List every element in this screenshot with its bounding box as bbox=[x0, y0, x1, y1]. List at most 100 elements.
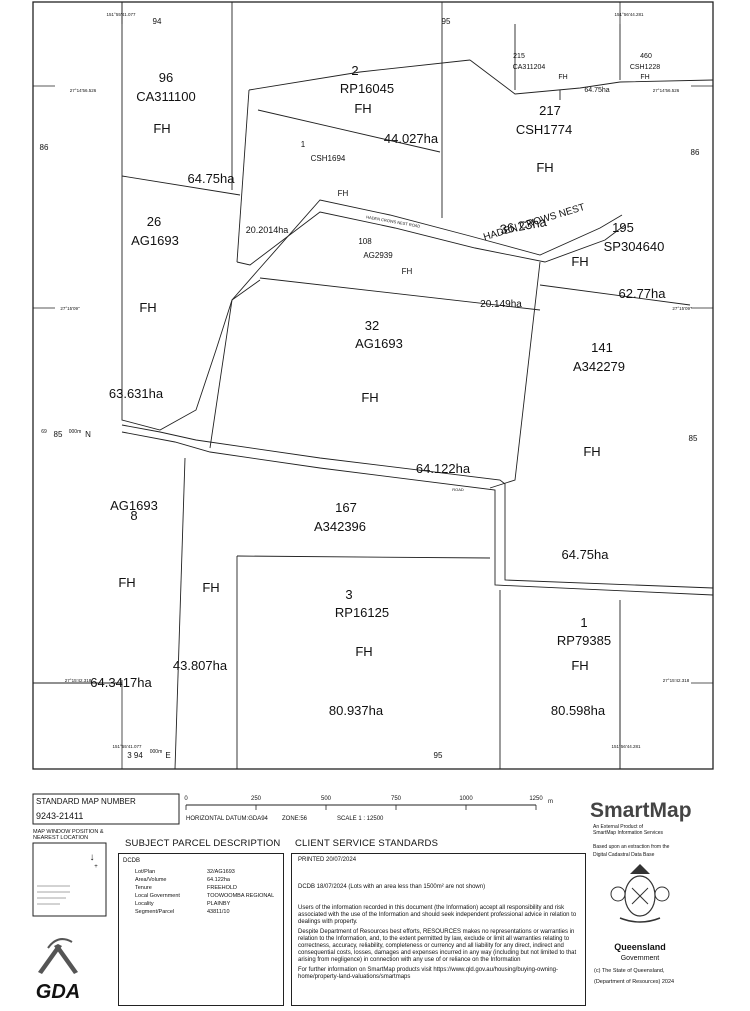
dcdb-line: DCDB 18/07/2024 (Lots with an area less … bbox=[298, 884, 486, 890]
parcel-141-lot: 141 bbox=[591, 340, 613, 355]
disclaimer-2: Despite Department of Resources best eff… bbox=[298, 929, 577, 963]
parcel-215-tenure: FH bbox=[558, 74, 567, 81]
zone-label: ZONE:56 bbox=[282, 816, 308, 822]
parcel-217-tenure: FH bbox=[536, 160, 553, 175]
queensland-crest-icon bbox=[610, 864, 670, 923]
lat-top-right: 27°14'56.526 bbox=[653, 88, 680, 93]
map-window-title-2: NEAREST LOCATION bbox=[33, 835, 88, 841]
parcel-row: Lot/Plan 32/AG1693 bbox=[133, 868, 276, 876]
parcel-3-plan: RP16125 bbox=[335, 605, 389, 620]
parcel-167-plan: A342396 bbox=[314, 519, 366, 534]
lat-bot-left: 27°15'42.318 bbox=[65, 678, 92, 683]
smartmap-sub1: An External Product of bbox=[593, 824, 644, 830]
scale-tick-label: 1250 bbox=[529, 796, 543, 802]
area-label-20-2014: 20.2014ha bbox=[246, 225, 289, 235]
grid-bot-94: 3 94 bbox=[127, 751, 143, 760]
parcel-217-lot: 217 bbox=[539, 103, 561, 118]
north-arrow-icon: ↓ bbox=[90, 852, 95, 863]
parcel-32-plan: AG1693 bbox=[355, 336, 403, 351]
parcel-108-area: 20.149ha bbox=[480, 299, 522, 310]
parcel-2-lot: 2 bbox=[351, 63, 358, 78]
parcel-460-lot: 460 bbox=[640, 53, 652, 60]
fh-small-label: FH bbox=[338, 189, 349, 198]
client-standards-panel: CLIENT SERVICE STANDARDS PRINTED 20/07/2… bbox=[291, 838, 588, 1008]
disclaimer-3: For further information on SmartMap prod… bbox=[298, 967, 559, 980]
parcel-row: Local Government TOOWOOMBA REGIONAL bbox=[133, 892, 276, 900]
scale-unit: m bbox=[548, 799, 553, 805]
parcel-2-plan: RP16045 bbox=[340, 81, 394, 96]
gda-text: GDA bbox=[36, 981, 80, 1003]
lat-mid-right: 27°15'09" bbox=[672, 306, 692, 311]
road-label-small2: ROAD bbox=[452, 487, 464, 492]
parcel-3-tenure: FH bbox=[355, 644, 372, 659]
parcel-460-plan: CSH1228 bbox=[630, 64, 660, 71]
scale-tick-label: 250 bbox=[251, 796, 262, 802]
parcel-2-area: 44.027ha bbox=[384, 131, 439, 146]
scale-tick-label: 750 bbox=[391, 796, 402, 802]
map-window-box bbox=[32, 842, 107, 917]
parcel-96-lot: 96 bbox=[159, 70, 173, 85]
parcel-row-key: Tenure bbox=[135, 885, 152, 891]
grid-labels: 94 95 86 86 85 3 94 000m E 95 69 85 000m… bbox=[40, 12, 700, 760]
parcel-108-lot: 108 bbox=[358, 237, 372, 246]
parcel-8-lot: 8 bbox=[130, 508, 137, 523]
parcel-row-value: 32/AG1693 bbox=[207, 869, 235, 875]
parcel-108-plan: AG2939 bbox=[363, 251, 393, 260]
grid-left-86: 86 bbox=[40, 143, 49, 152]
copyright-1: (c) The State of Queensland, bbox=[594, 968, 665, 974]
client-standards-title: CLIENT SERVICE STANDARDS bbox=[295, 838, 439, 849]
parcel-141-area: 64.75ha bbox=[562, 547, 610, 562]
parcel-row-key: Local Government bbox=[135, 893, 180, 899]
parcel-row-value: 43811/10 bbox=[207, 909, 230, 915]
parcel-8-tenure: FH bbox=[118, 575, 135, 590]
grid-right-85: 85 bbox=[689, 434, 698, 443]
parcel-167-tenure: FH bbox=[202, 580, 219, 595]
area-label-64-75-small: 64.75ha bbox=[584, 87, 609, 94]
parcel-32-area: 64.122ha bbox=[416, 461, 471, 476]
parcel-26-tenure: FH bbox=[139, 300, 156, 315]
copyright-2: (Department of Resources) 2024 bbox=[594, 979, 674, 985]
parcel-row-key: Area/Volume bbox=[135, 877, 167, 883]
grid-bot-e-sup: 000m bbox=[150, 749, 163, 755]
grid-left-n-sup: 000m bbox=[69, 429, 82, 435]
disclaimer-1: Users of the information recorded in thi… bbox=[298, 905, 577, 925]
coord-tl: 151°55'41.077 bbox=[107, 12, 136, 17]
parcel-1b-plan: RP79385 bbox=[557, 633, 611, 648]
map-frame bbox=[32, 1, 714, 770]
parcel-1-lot: 1 bbox=[301, 140, 306, 149]
grid-right-86: 86 bbox=[691, 148, 700, 157]
parcel-row-key: Lot/Plan bbox=[135, 869, 156, 875]
map-window-title: MAP WINDOW POSITION & bbox=[33, 829, 104, 835]
grid-left-n-suffix: N bbox=[85, 430, 91, 439]
smartmap-sub2: SmartMap Information Services bbox=[593, 830, 664, 836]
grid-left-n-main: 85 bbox=[54, 430, 63, 439]
area-label-64-3417: 64.3417ha bbox=[90, 675, 152, 690]
grid-bot-e: E bbox=[165, 751, 170, 760]
parcel-26-area: 63.631ha bbox=[109, 386, 164, 401]
parcel-141-plan: A342279 bbox=[573, 359, 625, 374]
parcel-195-tenure: FH bbox=[571, 254, 588, 269]
parcel-96-plan: CA311100 bbox=[136, 89, 196, 104]
scale-label: SCALE 1 : 12500 bbox=[337, 816, 384, 822]
scale-tick-label: 500 bbox=[321, 796, 332, 802]
parcel-26-lot: 26 bbox=[147, 214, 161, 229]
parcel-8-plan-text: AG1693 bbox=[110, 498, 158, 513]
parcel-141-tenure: FH bbox=[583, 444, 600, 459]
parcel-1b-area: 80.598ha bbox=[551, 703, 606, 718]
parcel-26-plan: AG1693 bbox=[131, 233, 179, 248]
parcel-215-lot: 215 bbox=[513, 53, 525, 60]
parcel-row-value: TOOWOOMBA REGIONAL bbox=[207, 893, 275, 899]
parcel-460-tenure: FH bbox=[640, 74, 649, 81]
parcel-32-tenure: FH bbox=[361, 390, 378, 405]
parcel-1-plan: CSH1694 bbox=[311, 154, 346, 163]
parcel-3-lot: 3 bbox=[345, 587, 352, 602]
grid-left-n-prefix: 69 bbox=[41, 429, 47, 435]
coord-bl: 151°55'41.077 bbox=[113, 744, 142, 749]
parcel-3-area: 80.937ha bbox=[329, 703, 384, 718]
scale-tick-label: 1000 bbox=[459, 796, 473, 802]
